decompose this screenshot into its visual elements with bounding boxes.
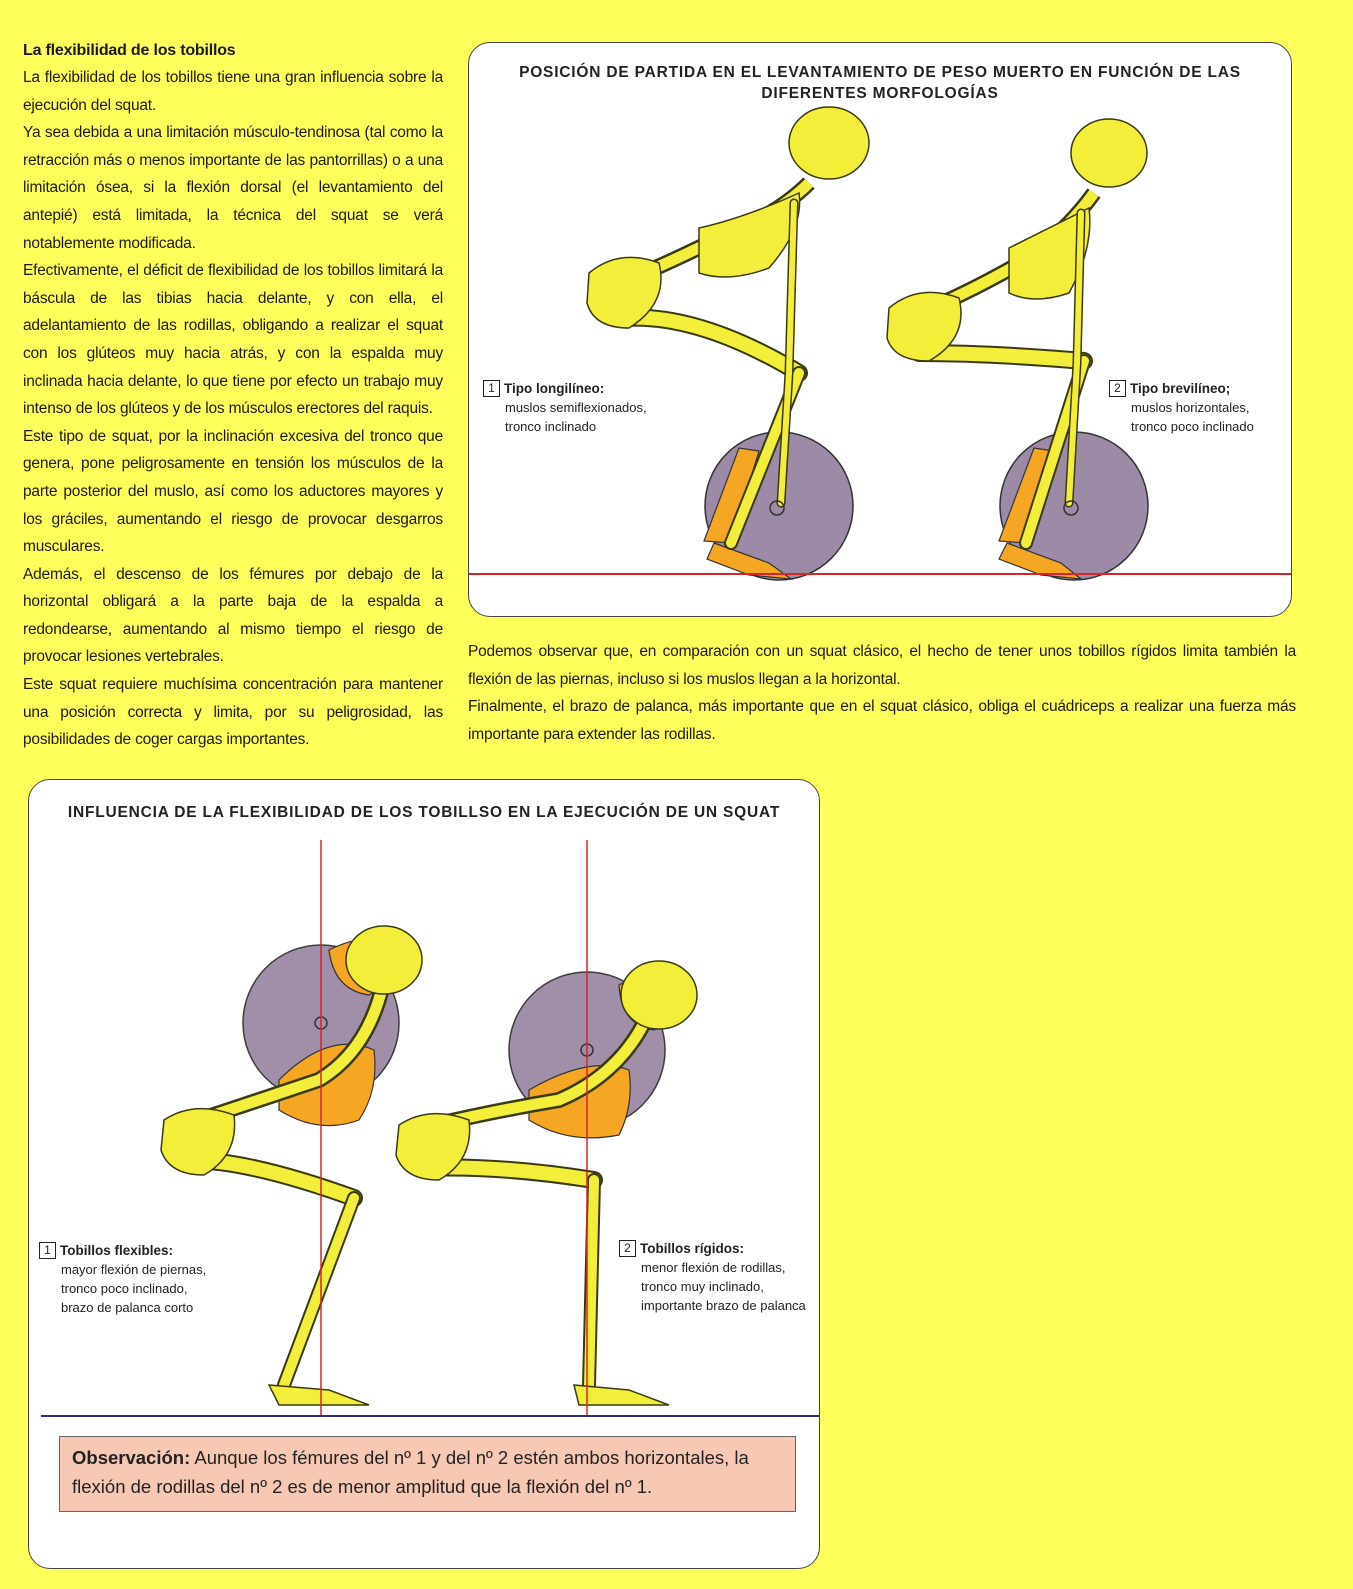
- foot: [706, 542, 794, 580]
- paragraph: Además, el descenso de los fémures por d…: [23, 565, 443, 666]
- legend-line: importante brazo de palanca: [641, 1298, 806, 1313]
- legend-head: Tipo brevilíneo;: [1130, 381, 1231, 396]
- paragraph: La flexibilidad de los tobillos tiene un…: [23, 69, 443, 114]
- bar-axis: [1063, 500, 1079, 516]
- pelvis: [160, 1107, 236, 1176]
- left-text-column: La flexibilidad de los tobillos La flexi…: [23, 38, 443, 754]
- tibia: [584, 1175, 599, 1390]
- observation-box: Observación: Aunque los fémures del nº 1…: [59, 1436, 796, 1512]
- pelvis: [395, 1112, 471, 1181]
- skull: [1070, 118, 1148, 188]
- legend-line: tronco muy inclinado,: [641, 1279, 764, 1294]
- skeleton-rigid-ankles: [395, 960, 698, 1406]
- legend-number: 2: [619, 1240, 636, 1257]
- paragraph: Finalmente, el brazo de palanca, más imp…: [468, 698, 1296, 743]
- paragraph: Podemos observar que, en comparación con…: [468, 643, 1296, 688]
- figure-title: INFLUENCIA DE LA FLEXIBILIDAD DE LOS TOB…: [67, 804, 781, 821]
- legend-rigid-ankles: 2 Tobillos rígidos: menor flexión de rodi…: [619, 1239, 806, 1315]
- deadlift-morphology-figure: POSICIÓN DE PARTIDA EN EL LEVANTAMIENTO …: [468, 42, 1292, 617]
- legend-brevilineo: 2 Tipo brevilíneo; muslos horizontales, t…: [1109, 379, 1254, 436]
- legend-line: tronco poco inclinado,: [61, 1281, 188, 1296]
- skeleton-brevilineo: [886, 118, 1149, 581]
- skeleton-flexible-ankles: [160, 925, 423, 1406]
- skull: [345, 925, 423, 995]
- bar-axis: [769, 500, 785, 516]
- legend-head: Tipo longilíneo:: [504, 381, 605, 396]
- spine: [432, 998, 660, 1131]
- calf-muscle: [703, 447, 760, 544]
- legend-line: muslos horizontales,: [1131, 400, 1250, 415]
- legend-number: 2: [1109, 380, 1126, 397]
- legend-line: muslos semiflexionados,: [505, 400, 647, 415]
- observation-text: Aunque los fémures del nº 1 y del nº 2 e…: [72, 1447, 749, 1497]
- foot: [573, 1384, 670, 1406]
- tibia: [279, 1193, 359, 1390]
- legend-head: Tobillos flexibles:: [60, 1243, 174, 1258]
- figure-title: POSICIÓN DE PARTIDA EN EL LEVANTAMIENTO …: [519, 64, 1241, 102]
- skeleton-longilineo: [586, 106, 870, 581]
- pelvis: [586, 256, 662, 329]
- ribcage: [1008, 206, 1091, 300]
- paragraph: Efectivamente, el déficit de flexibilida…: [23, 262, 443, 418]
- back-muscle: [528, 1064, 631, 1139]
- pelvis: [886, 291, 962, 362]
- legend-line: tronco inclinado: [505, 419, 597, 434]
- legend-number: 1: [483, 380, 500, 397]
- legend-longilineo: 1 Tipo longilíneo: muslos semiflexionados…: [483, 379, 647, 436]
- deadlift-illustration: [469, 106, 1291, 581]
- paragraph: Este squat requiere muchísima concentrac…: [23, 676, 443, 749]
- legend-head: Tobillos rígidos:: [640, 1241, 744, 1256]
- right-text-column: Podemos observar que, en comparación con…: [468, 638, 1296, 748]
- foot: [998, 542, 1083, 580]
- arm: [778, 200, 797, 506]
- ankle-flexibility-figure: INFLUENCIA DE LA FLEXIBILIDAD DE LOS TOB…: [28, 779, 820, 1569]
- femur: [912, 346, 1091, 368]
- spine: [197, 978, 390, 1126]
- legend-number: 1: [39, 1242, 56, 1259]
- arm: [1066, 210, 1084, 506]
- legend-flexible-ankles: 1 Tobillos flexibles: mayor flexión de pi…: [39, 1241, 206, 1317]
- observation-label: Observación:: [72, 1447, 191, 1468]
- foot: [267, 1384, 370, 1406]
- paragraph: Ya sea debida a una limitación músculo-t…: [23, 124, 443, 252]
- section-heading: La flexibilidad de los tobillos: [23, 42, 236, 59]
- skull: [620, 960, 698, 1030]
- legend-line: menor flexión de rodillas,: [641, 1260, 786, 1275]
- skull: [788, 106, 870, 180]
- legend-line: mayor flexión de piernas,: [61, 1262, 207, 1277]
- legend-line: tronco poco inclinado: [1131, 419, 1254, 434]
- paragraph: Este tipo de squat, por la inclinación e…: [23, 427, 443, 556]
- ribcage: [698, 191, 801, 278]
- legend-line: brazo de palanca corto: [61, 1300, 194, 1315]
- squat-illustration: [41, 840, 819, 1417]
